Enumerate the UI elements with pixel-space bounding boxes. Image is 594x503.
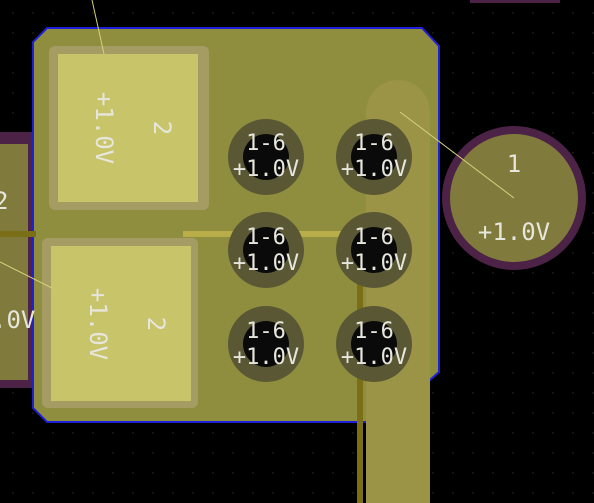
via-2[interactable]	[336, 119, 412, 195]
via-6-net-label: +1.0V	[341, 345, 407, 370]
via-6-pins-label: 1-6	[354, 319, 394, 344]
through-hole-number-label: 1	[507, 150, 521, 178]
ratsnest-line-right	[399, 111, 515, 199]
ratsnest-line-top	[91, 0, 105, 55]
via-1-pins-label: 1-6	[246, 131, 286, 156]
via-1[interactable]	[228, 119, 304, 195]
via-5-pins-label: 1-6	[246, 319, 286, 344]
via-4-net-label: +1.0V	[341, 251, 407, 276]
left-thin-trace[interactable]	[0, 231, 36, 237]
smd-bottom-net-label: +1.0V	[84, 288, 112, 360]
via-6[interactable]	[336, 306, 412, 382]
smd-bottom-number-label: 2	[142, 317, 170, 331]
left-pad-number-label: 2	[0, 187, 8, 215]
left-edge-pad[interactable]	[0, 144, 28, 380]
left-pad-net-label: .0V	[0, 306, 35, 334]
smd-top-number-label: 2	[148, 121, 176, 135]
via-4-pins-label: 1-6	[354, 225, 394, 250]
through-hole-net-label: +1.0V	[478, 218, 550, 246]
smd-pad-top[interactable]	[58, 54, 198, 202]
via-2-net-label: +1.0V	[341, 157, 407, 182]
via-3[interactable]	[228, 212, 304, 288]
via-3-net-label: +1.0V	[233, 251, 299, 276]
smd-pad-bottom[interactable]	[51, 246, 191, 401]
via-5[interactable]	[228, 306, 304, 382]
via-1-net-label: +1.0V	[233, 157, 299, 182]
via-2-pins-label: 1-6	[354, 131, 394, 156]
smd-top-net-label: +1.0V	[90, 92, 118, 164]
ratsnest-line-left	[0, 261, 53, 289]
via-4[interactable]	[336, 212, 412, 288]
via-5-net-label: +1.0V	[233, 345, 299, 370]
via-3-pins-label: 1-6	[246, 225, 286, 250]
